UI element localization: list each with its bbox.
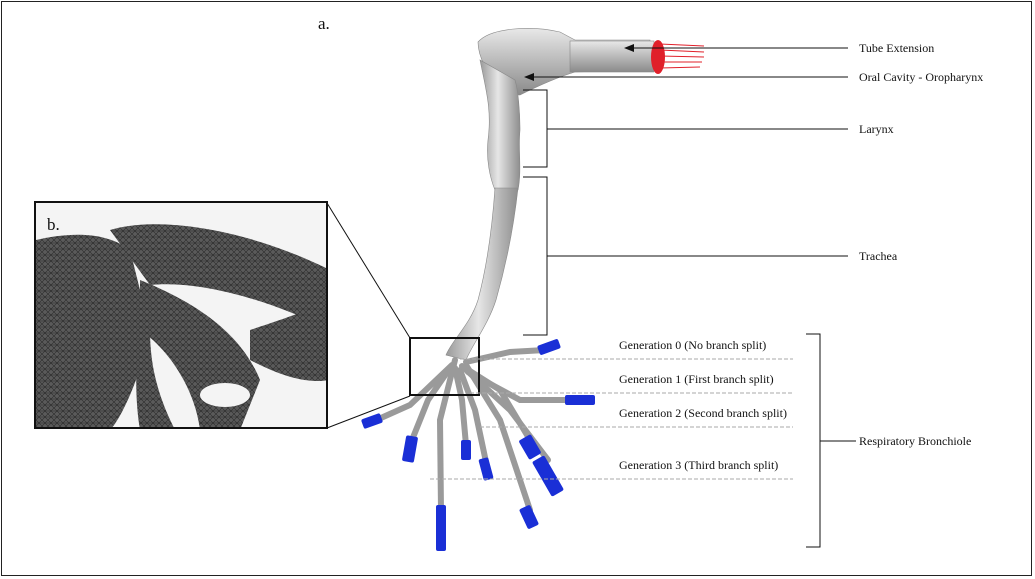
label-larynx: Larynx [859,122,894,136]
outlet-boundaries [361,339,595,551]
zoom-connector-top [327,203,410,338]
label-oral-cavity: Oral Cavity - Oropharynx [859,70,983,84]
mesh-closeup [36,203,330,430]
panel-b-label: b. [47,215,60,234]
label-generation-0: Generation 0 (No branch split) [619,338,766,352]
label-generation-3: Generation 3 (Third branch split) [619,458,778,472]
airway-model [361,28,704,551]
label-generation-1: Generation 1 (First branch split) [619,372,774,386]
label-pointers [523,48,856,547]
tube-extension [570,41,654,72]
mesh-inset-panel: b. [35,202,330,430]
label-respiratory-bronchiole: Respiratory Bronchiole [859,434,971,448]
panel-a-label: a. [318,14,330,33]
label-trachea: Trachea [859,249,898,263]
label-generation-2: Generation 2 (Second branch split) [619,406,787,420]
inlet-boundary [651,40,704,74]
label-tube-extension: Tube Extension [859,41,934,55]
